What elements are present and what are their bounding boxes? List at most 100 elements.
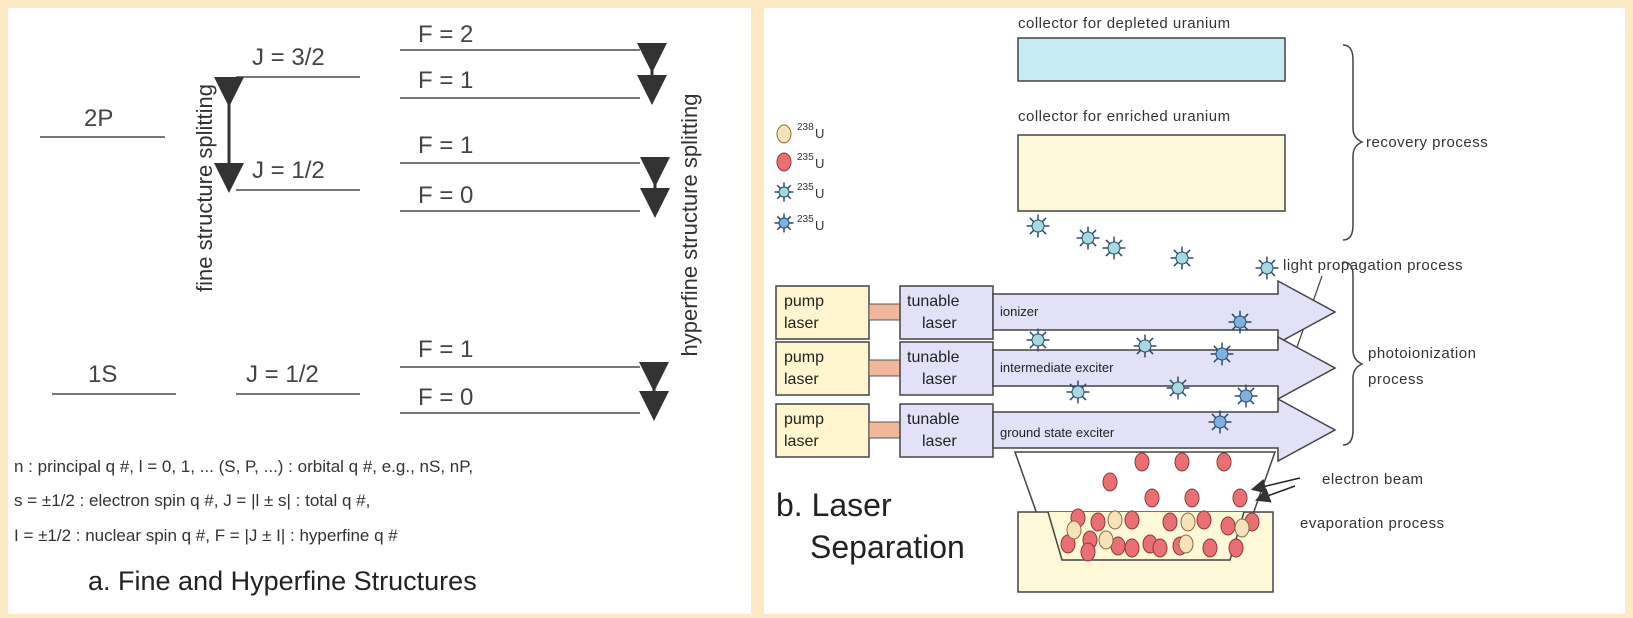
photoionization-label: photoionization	[1368, 345, 1476, 362]
u235-atom	[1102, 472, 1118, 492]
tunable-laser-label: laser	[922, 433, 957, 450]
beam-label: ionizer	[1000, 304, 1039, 319]
u235-atom	[1196, 510, 1212, 530]
panel-b-caption-line2: Separation	[810, 529, 965, 565]
u238-atom	[1098, 530, 1114, 550]
pump-laser-label: laser	[784, 371, 819, 388]
atom-star-icon	[1066, 380, 1090, 404]
electron-beam-arrow	[1254, 485, 1296, 503]
u238-atom	[1178, 534, 1194, 554]
atom-star-icon	[1170, 246, 1194, 270]
f1-c-label: F = 1	[418, 336, 473, 363]
legend-mass: 235	[797, 152, 814, 163]
atom-star-icon	[1166, 376, 1190, 400]
f1-a-label: F = 1	[418, 67, 473, 94]
electron-beam-arrow	[1250, 477, 1301, 494]
light-propagation-label: light propagation process	[1283, 257, 1463, 274]
note-line-3: I = ±1/2 : nuclear spin q #, F = |J ± I|…	[14, 526, 398, 545]
pump-laser	[775, 285, 870, 340]
term-1s-label: 1S	[88, 361, 117, 388]
u235-atom	[1134, 452, 1150, 472]
hyperfine-structure-label: hyperfine structure splitting	[677, 94, 702, 357]
u235-atom	[1202, 538, 1218, 558]
recovery-brace	[1342, 44, 1364, 241]
u238-atom	[1234, 518, 1250, 538]
pump-laser-label: pump	[784, 411, 824, 428]
atom-star-icon	[1026, 328, 1050, 352]
u235-atom	[1080, 542, 1096, 562]
tunable-laser-label: tunable	[907, 349, 960, 366]
tunable-laser	[899, 403, 994, 458]
pump-laser-label: laser	[784, 433, 819, 450]
pump-laser	[775, 341, 870, 396]
laser-row-ionizer: pump laser tunable laser ionizer	[775, 279, 1337, 345]
ionized-u235-swatch	[774, 213, 794, 233]
enriched-collector	[1017, 134, 1286, 212]
collector-enriched-label: collector for enriched uranium	[1018, 108, 1231, 125]
atom-star-icon	[1210, 342, 1234, 366]
u235-atom	[1124, 538, 1140, 558]
panel-a-background	[8, 8, 751, 614]
f2-label: F = 2	[418, 21, 473, 48]
u235-atom	[1124, 510, 1140, 530]
atom-star-icon	[1133, 334, 1157, 358]
panel-b-caption-line1: b. Laser	[776, 487, 892, 523]
collector-depleted-label: collector for depleted uranium	[1018, 15, 1231, 32]
laser-coupler	[868, 421, 901, 439]
u235-atom	[1152, 538, 1168, 558]
u235-atom	[1232, 488, 1248, 508]
u238-atom	[1180, 512, 1196, 532]
j-1-2-lower-label: J = 1/2	[246, 361, 319, 388]
atom-star-icon	[1228, 310, 1252, 334]
atom-star-icon	[1255, 256, 1279, 280]
tunable-laser	[899, 341, 994, 396]
u235-swatch	[776, 152, 792, 172]
laser-separation-panel: collector for depleted uranium collector…	[764, 8, 1625, 614]
excited-u235-swatch	[774, 182, 794, 202]
legend-mass: 235	[797, 182, 814, 193]
pump-laser-label: laser	[784, 315, 819, 332]
uranium-atoms	[1060, 452, 1260, 562]
note-line-2: s = ±1/2 : electron spin q #, J = |l ± s…	[14, 491, 370, 510]
note-line-1: n : principal q #, l = 0, 1, ... (S, P, …	[14, 457, 473, 476]
ionized-atom-icon	[774, 213, 794, 233]
pump-laser-label: pump	[784, 349, 824, 366]
atom-star-icon	[1234, 384, 1258, 408]
excited-atom-icon	[774, 182, 794, 202]
photoionization-brace	[1342, 261, 1364, 446]
f1-b-label: F = 1	[418, 132, 473, 159]
beam-label: ground state exciter	[1000, 425, 1115, 440]
legend-element: U	[815, 126, 824, 141]
u238-atom	[1107, 510, 1123, 530]
atom-star-icon	[1102, 236, 1126, 260]
u235-atom	[1090, 512, 1106, 532]
excited-atoms	[1026, 214, 1279, 434]
tunable-laser-label: tunable	[907, 293, 960, 310]
evaporation-label: evaporation process	[1300, 515, 1445, 532]
u235-atom	[1228, 538, 1244, 558]
depleted-collector	[1017, 37, 1286, 82]
u235-atom	[1162, 512, 1178, 532]
fine-structure-label: fine structure splitting	[192, 84, 217, 292]
pump-laser	[775, 403, 870, 458]
j-3-2-label: J = 3/2	[252, 44, 325, 71]
atom-star-icon	[1208, 410, 1232, 434]
atom-star-icon	[1076, 226, 1100, 250]
u238-atom	[1066, 520, 1082, 540]
u235-atom	[1174, 452, 1190, 472]
u235-atom	[1216, 452, 1232, 472]
panel-a-caption: a. Fine and Hyperfine Structures	[88, 566, 477, 596]
beam-label: intermediate exciter	[1000, 360, 1114, 375]
u238-swatch	[776, 124, 792, 144]
laser-coupler	[868, 359, 901, 377]
u235-atom	[1184, 488, 1200, 508]
pump-laser-label: pump	[784, 293, 824, 310]
u235-atom	[1220, 516, 1236, 536]
tunable-laser-label: laser	[922, 315, 957, 332]
ground-state-beam	[992, 397, 1337, 463]
electron-beam-label: electron beam	[1322, 471, 1424, 488]
u235-atom	[1144, 488, 1160, 508]
legend-element: U	[815, 156, 824, 171]
f0-b-label: F = 0	[418, 384, 473, 411]
